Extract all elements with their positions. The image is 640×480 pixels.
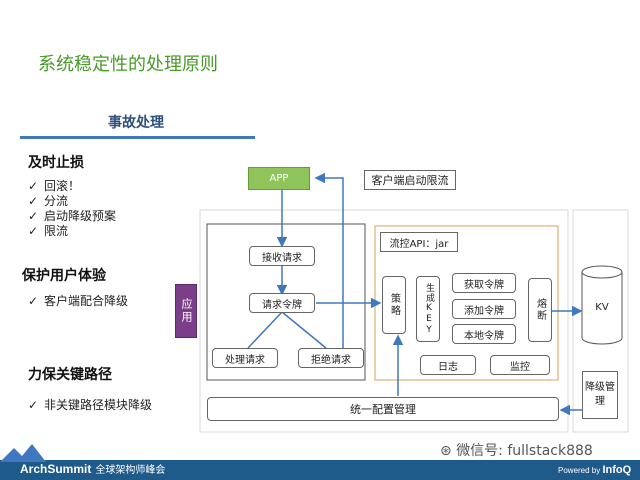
list-item: ✓非关键路径模块降级	[28, 398, 153, 412]
mountain-logo-icon	[0, 444, 46, 462]
list-item: ✓回滚！	[28, 179, 81, 193]
get-token-node: 获取令牌	[452, 273, 516, 293]
strategy-node: 策略	[382, 276, 406, 334]
group-heading: 保护用户体验	[22, 268, 106, 284]
flow-api-label: 流控API：jar	[380, 232, 458, 252]
process-request-node: 处理请求	[212, 348, 278, 368]
footer-bar	[0, 460, 640, 480]
client-limit-note: 客户端启动限流	[364, 170, 456, 190]
kv-database	[581, 265, 623, 345]
degrade-management-node: 降级管理	[582, 371, 618, 419]
check-icon: ✓	[28, 294, 39, 308]
check-icon: ✓	[28, 209, 39, 223]
page-title: 系统稳定性的处理原则	[38, 54, 218, 75]
list-item: ✓分流	[28, 194, 69, 208]
list-item: ✓限流	[28, 224, 69, 238]
request-token-node: 请求令牌	[249, 293, 315, 313]
monitor-node: 监控	[490, 355, 550, 375]
group-heading: 力保关键路径	[28, 367, 112, 383]
check-icon: ✓	[28, 194, 39, 208]
list-item: ✓启动降级预案	[28, 209, 117, 223]
list-item: ✓客户端配合降级	[28, 294, 129, 308]
powered-by: Powered by InfoQ	[558, 464, 632, 476]
section-divider	[20, 136, 255, 139]
kv-label: KV	[595, 302, 609, 313]
fuse-node: 熔断	[528, 278, 552, 342]
config-management-node: 统一配置管理	[207, 397, 559, 421]
wechat-icon: ⊛	[440, 443, 452, 459]
generate-key-node: 生成KEY	[416, 276, 440, 342]
log-node: 日志	[420, 355, 476, 375]
group-heading: 及时止损	[28, 155, 84, 171]
reject-request-node: 拒绝请求	[298, 348, 364, 368]
check-icon: ✓	[28, 398, 39, 412]
app-node: APP	[248, 167, 310, 190]
local-token-node: 本地令牌	[452, 324, 516, 344]
wechat-watermark: ⊛ 微信号: fullstack888	[440, 443, 593, 459]
check-icon: ✓	[28, 224, 39, 238]
receive-request-node: 接收请求	[249, 246, 315, 266]
add-token-node: 添加令牌	[452, 299, 516, 319]
check-icon: ✓	[28, 179, 39, 193]
section-tab: 事故处理	[108, 115, 164, 131]
app-side-label: 应用	[175, 284, 197, 338]
